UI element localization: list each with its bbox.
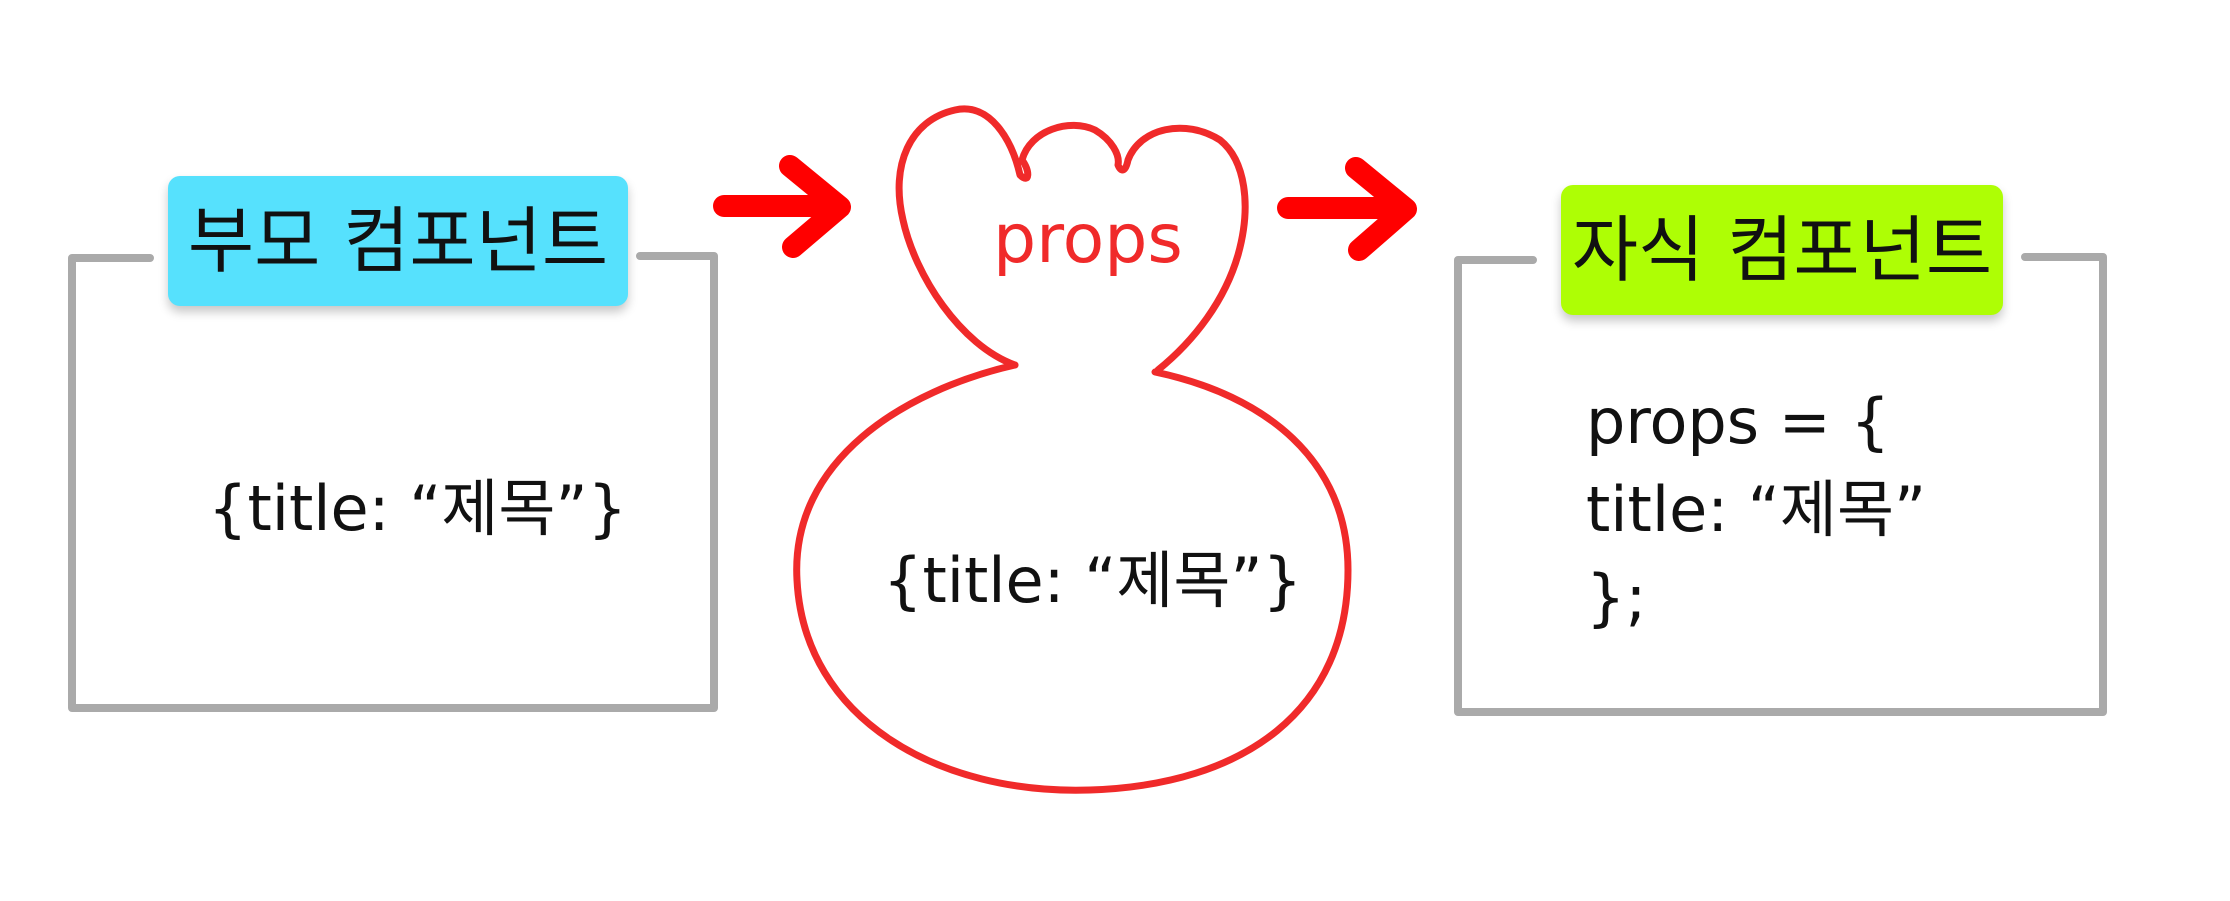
parent-component-label: 부모 컴포넌트 [168, 176, 628, 306]
arrow-right-icon [713, 155, 851, 258]
code-line: }; [1586, 561, 1647, 634]
props-bag-object: {title: “제목”} [883, 544, 1303, 617]
child-props-code: props = { title: “제목” }; [1586, 378, 1926, 642]
props-bag-label: props [993, 200, 1183, 279]
parent-props-object: {title: “제목”} [208, 472, 628, 545]
props-bag-body [793, 361, 1352, 794]
arrow-right-icon [1277, 157, 1417, 261]
code-line: title: “제목” [1586, 473, 1927, 546]
child-box-border [1454, 253, 2107, 716]
child-component-label: 자식 컴포넌트 [1561, 185, 2003, 315]
parent-box-border [68, 252, 718, 712]
props-bag-knot [895, 105, 1249, 374]
code-line: props = { [1586, 385, 1890, 458]
